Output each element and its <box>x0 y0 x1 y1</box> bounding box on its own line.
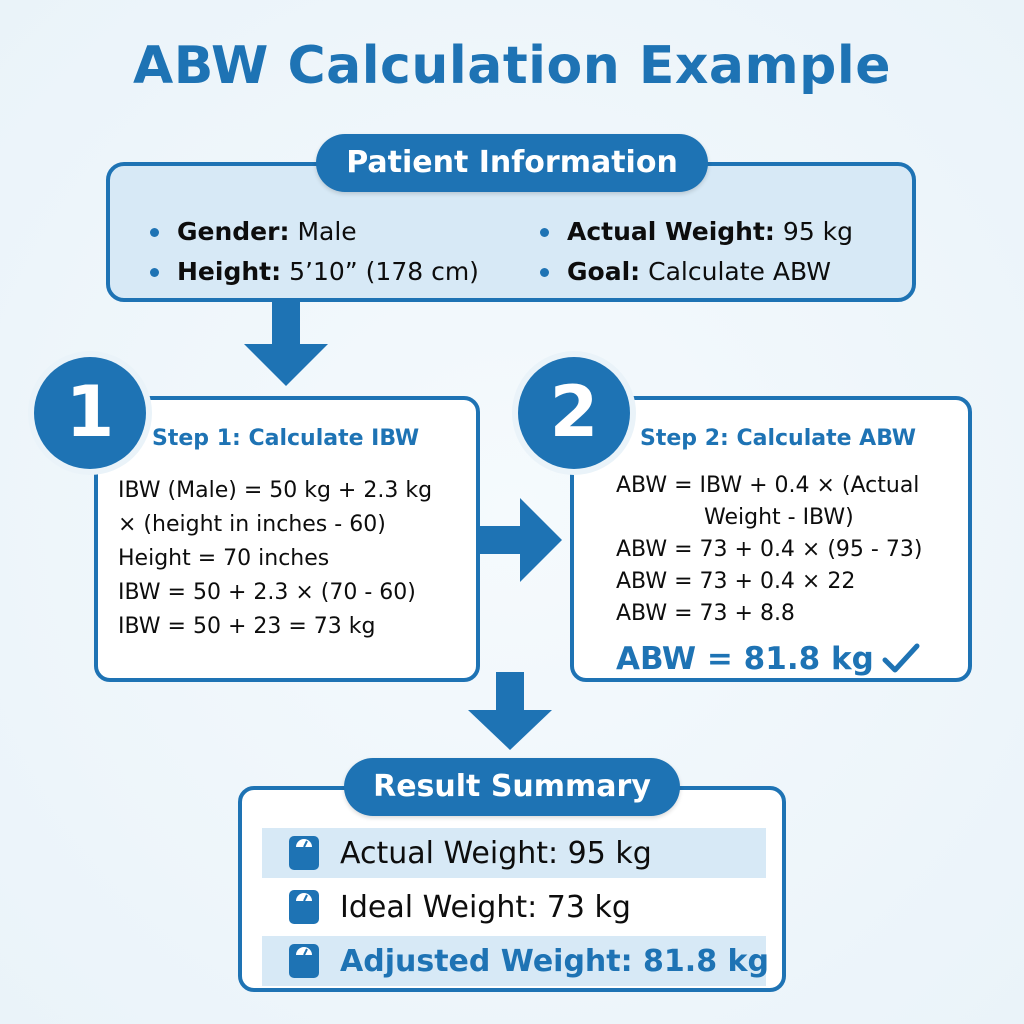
result-summary-panel: Actual Weight: 95 kg Ideal Weight: 73 kg… <box>238 786 786 992</box>
result-summary-heading: Result Summary <box>344 758 680 816</box>
abw-result-text: ABW = 81.8 kg <box>616 641 874 677</box>
info-label: Gender: <box>177 217 290 246</box>
bullet-icon <box>540 267 549 277</box>
step-2-formula: ABW = IBW + 0.4 × (Actual Weight - IBW) … <box>616 470 922 678</box>
patient-info-heading: Patient Information <box>316 134 708 192</box>
formula-line: IBW = 50 + 23 = 73 kg <box>118 614 376 639</box>
info-item-goal: Goal: Calculate ABW <box>540 252 853 292</box>
info-value: Male <box>297 217 357 246</box>
info-label: Height: <box>177 257 282 286</box>
step-2-title: Step 2: Calculate ABW <box>640 426 917 451</box>
page-title: ABW Calculation Example <box>132 36 891 96</box>
result-row-actual-weight: Actual Weight: 95 kg <box>262 828 766 878</box>
patient-info-left-column: Gender: Male Height: 5’10” (178 cm) <box>150 212 479 292</box>
checkmark-icon <box>882 643 920 673</box>
right-arrow-icon <box>478 498 562 582</box>
info-value: 5’10” (178 cm) <box>289 257 479 286</box>
scale-icon <box>289 944 319 978</box>
info-item-actual-weight: Actual Weight: 95 kg <box>540 212 853 252</box>
info-item-height: Height: 5’10” (178 cm) <box>150 252 479 292</box>
formula-line: ABW = 73 + 0.4 × (95 - 73) <box>616 537 923 562</box>
step-1-formula: IBW (Male) = 50 kg + 2.3 kg × (height in… <box>118 474 432 644</box>
step-1-number-badge: 1 <box>34 357 146 469</box>
formula-line: ABW = 73 + 8.8 <box>616 601 795 626</box>
down-arrow-icon <box>468 672 552 750</box>
formula-line: Weight - IBW) <box>704 505 854 530</box>
formula-line: ABW = 73 + 0.4 × 22 <box>616 569 856 594</box>
info-item-gender: Gender: Male <box>150 212 479 252</box>
formula-line: IBW (Male) = 50 kg + 2.3 kg <box>118 478 433 503</box>
step-1-panel: Step 1: Calculate IBW IBW (Male) = 50 kg… <box>94 396 480 682</box>
step-2-number-badge: 2 <box>518 357 630 469</box>
bullet-icon <box>540 227 549 237</box>
result-text: Actual Weight: 95 kg <box>340 835 652 871</box>
scale-icon <box>289 890 319 924</box>
result-row-ideal-weight: Ideal Weight: 73 kg <box>262 882 766 932</box>
info-value: 95 kg <box>782 217 854 246</box>
result-row-adjusted-weight: Adjusted Weight: 81.8 kg <box>262 936 769 986</box>
formula-line: IBW = 50 + 2.3 × (70 - 60) <box>118 580 416 605</box>
down-arrow-icon <box>244 300 328 386</box>
step-1-title: Step 1: Calculate IBW <box>152 426 420 451</box>
formula-line: ABW = IBW + 0.4 × (Actual <box>616 473 920 498</box>
info-label: Goal: <box>567 257 641 286</box>
info-label: Actual Weight: <box>567 217 775 246</box>
result-text: Adjusted Weight: 81.8 kg <box>340 943 769 979</box>
step-2-panel: Step 2: Calculate ABW ABW = IBW + 0.4 × … <box>570 396 972 682</box>
result-text: Ideal Weight: 73 kg <box>340 889 631 925</box>
scale-icon <box>289 836 319 870</box>
info-value: Calculate ABW <box>648 257 831 286</box>
patient-info-right-column: Actual Weight: 95 kg Goal: Calculate ABW <box>540 212 853 292</box>
abw-result-line: ABW = 81.8 kg <box>616 640 922 678</box>
bullet-icon <box>150 267 159 277</box>
formula-line: × (height in inches - 60) <box>118 512 386 537</box>
formula-line: Height = 70 inches <box>118 546 330 571</box>
bullet-icon <box>150 227 159 237</box>
